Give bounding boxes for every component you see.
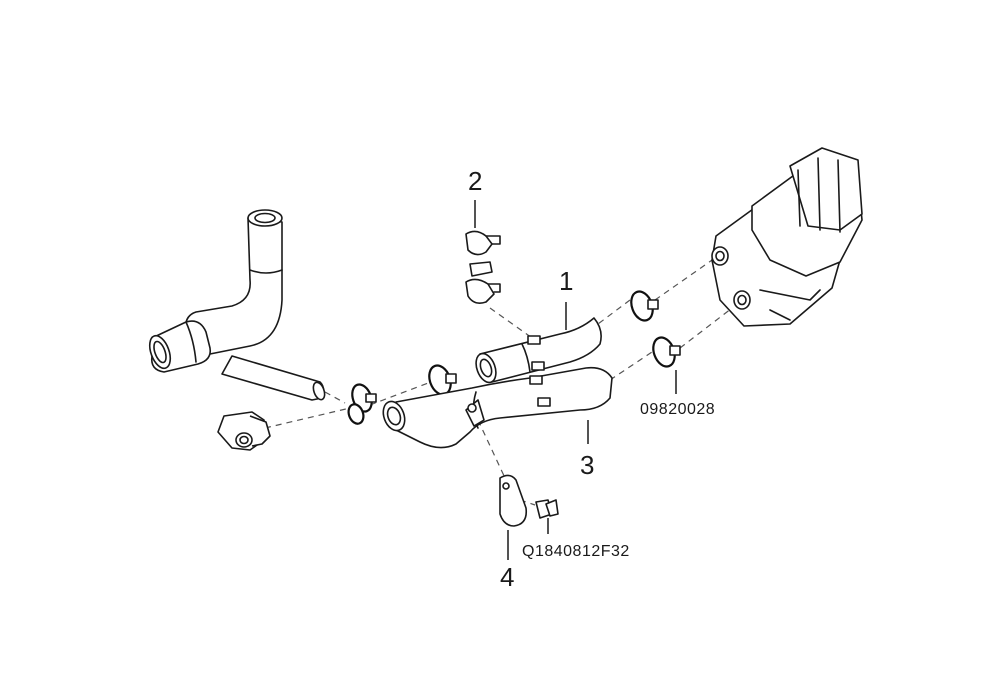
callout-3: 3	[580, 450, 594, 480]
upper-hose-part-1	[475, 317, 602, 384]
clamp-left-lower	[347, 403, 365, 425]
clamp-right-upper	[630, 290, 659, 322]
leader-lines	[474, 200, 677, 560]
flange-bolt	[535, 499, 559, 519]
callout-4: 4	[500, 562, 514, 592]
bracket-part-4	[499, 474, 528, 527]
clamp-right-lower	[652, 336, 681, 368]
oil-filter-housing	[711, 147, 863, 327]
callout-1: 1	[559, 266, 573, 296]
callout-2: 2	[468, 166, 482, 196]
elbow-fitting	[217, 411, 271, 451]
left-elbow-pipe	[148, 209, 326, 401]
part-code-bolt: Q1840812F32	[522, 543, 630, 560]
double-clip-part-2	[465, 230, 501, 304]
lower-hose-part-3	[382, 366, 613, 449]
hose-clamps	[347, 290, 681, 425]
part-code-clamp: 09820028	[640, 401, 715, 418]
